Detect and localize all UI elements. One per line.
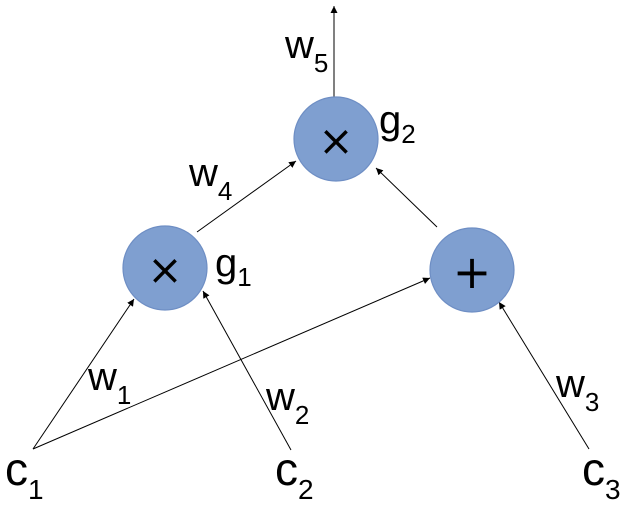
label-base: w <box>265 375 295 419</box>
edge-g1-to-g2 <box>196 160 297 233</box>
node-circle <box>293 96 379 182</box>
node-label-g1: g1 <box>215 241 252 292</box>
label-base: g <box>379 98 401 142</box>
label-base: w <box>284 23 314 67</box>
label-base: w <box>87 355 117 399</box>
label-subscript: 2 <box>401 119 415 149</box>
label-base: w <box>555 362 585 406</box>
weight-label-w4: w4 <box>188 151 232 206</box>
label-subscript: 4 <box>218 176 232 206</box>
label-subscript: 2 <box>295 400 309 430</box>
label-subscript: 1 <box>237 262 251 292</box>
label-subscript: 5 <box>314 48 328 78</box>
label-subscript: 3 <box>585 387 599 417</box>
node-circle <box>122 225 208 311</box>
weight-label-w1: w1 <box>87 355 131 410</box>
label-subscript: 3 <box>605 474 621 505</box>
multiply-operator: × <box>318 116 353 165</box>
label-subscript: 2 <box>298 474 314 505</box>
node-circle <box>429 227 515 313</box>
weight-label-w3: w3 <box>555 362 599 417</box>
node-multiply-left: × <box>122 225 208 311</box>
edge-c1-to-add <box>32 277 431 450</box>
edge-c2-to-g1 <box>202 290 292 451</box>
label-base: g <box>215 241 237 285</box>
label-base: w <box>188 151 218 195</box>
edge-add-to-g2 <box>375 167 438 228</box>
input-label-c3: c3 <box>582 443 621 505</box>
label-base: c <box>582 443 605 495</box>
input-label-c2: c2 <box>275 443 314 505</box>
node-multiply-top: × <box>293 96 379 182</box>
label-base: c <box>275 443 298 495</box>
edge-c3-to-add <box>498 301 590 450</box>
node-add-right: + <box>429 227 515 313</box>
weight-label-w2: w2 <box>265 375 309 430</box>
node-label-g2: g2 <box>379 98 416 149</box>
label-base: c <box>5 443 28 495</box>
label-subscript: 1 <box>28 474 44 505</box>
input-label-c1: c1 <box>5 443 44 505</box>
label-subscript: 1 <box>117 380 131 410</box>
add-operator: + <box>453 245 492 299</box>
weight-label-w5: w5 <box>284 23 328 78</box>
edge-c1-to-g1 <box>32 298 135 450</box>
multiply-operator: × <box>147 245 182 294</box>
